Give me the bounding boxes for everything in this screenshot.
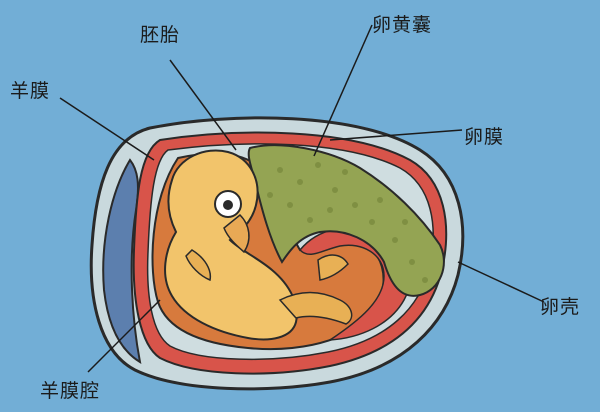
embryo-wing <box>185 249 212 282</box>
embryo-foot <box>317 254 349 281</box>
yolk-texture <box>267 162 428 283</box>
label-egg-membrane: 卵膜 <box>464 126 505 148</box>
leader-egg-membrane <box>329 129 463 141</box>
leader-eggshell <box>457 261 545 303</box>
embryo-beak <box>223 213 250 254</box>
label-embryo: 胚胎 <box>140 24 181 46</box>
leader-embryo <box>169 59 237 151</box>
leader-yolk-sac <box>313 24 373 157</box>
embryo-pupil <box>223 200 233 210</box>
embryo-leg <box>278 291 353 325</box>
leader-amnion <box>59 97 155 161</box>
label-yolk-sac: 卵黄囊 <box>372 14 433 36</box>
leader-lines <box>59 24 545 373</box>
label-eggshell: 卵壳 <box>540 296 581 318</box>
label-amnion: 羊膜 <box>10 80 51 102</box>
label-amniotic-cavity: 羊膜腔 <box>40 380 101 402</box>
leader-amniotic-cavity <box>87 299 161 373</box>
